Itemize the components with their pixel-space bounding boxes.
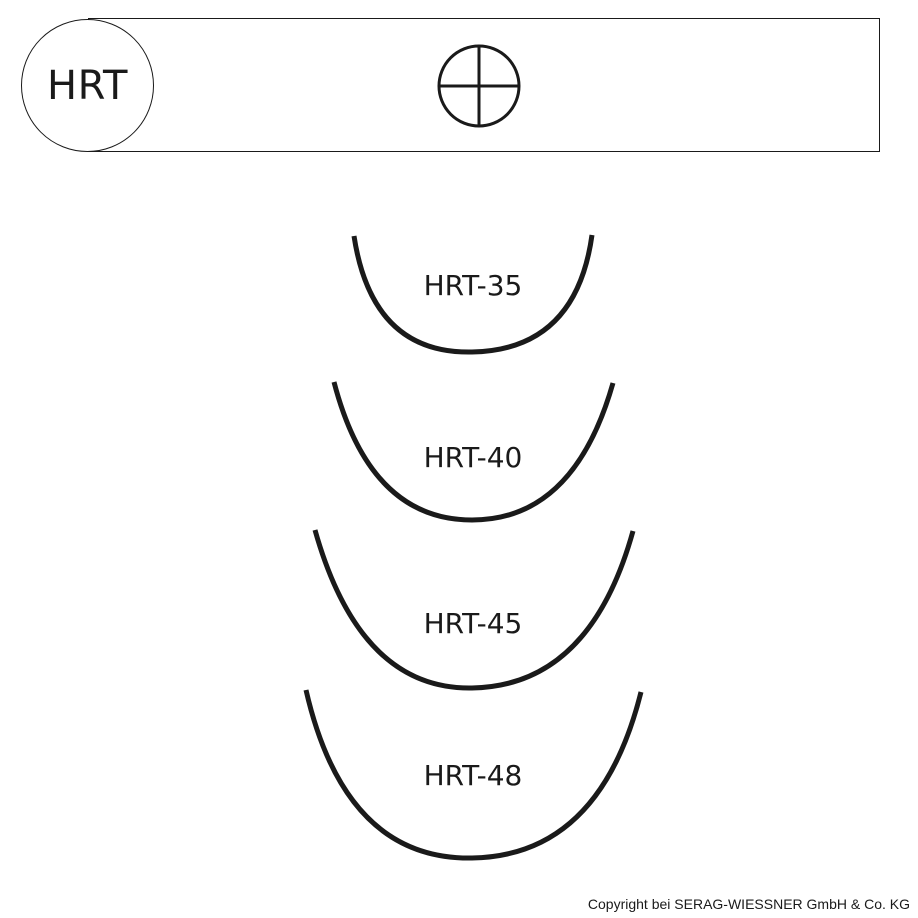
needle-label-hrt-48: HRT-48: [424, 759, 523, 792]
needle-label-hrt-35: HRT-35: [424, 269, 523, 302]
round-body-cross-icon: [437, 44, 521, 128]
needle-curve-hrt-45: [312, 529, 636, 691]
needle-hrt-48: HRT-48: [303, 689, 644, 861]
needle-curve-hrt-35: [351, 234, 595, 355]
needle-hrt-35: HRT-35: [351, 234, 595, 355]
needle-label-hrt-40: HRT-40: [424, 441, 523, 474]
needle-type-badge: HRT: [21, 19, 154, 152]
needle-curve-hrt-40: [331, 381, 616, 523]
needle-hrt-45: HRT-45: [312, 529, 636, 691]
copyright-notice: Copyright bei SERAG-WIESSNER GmbH & Co. …: [587, 896, 910, 912]
needle-label-hrt-45: HRT-45: [424, 607, 523, 640]
needle-size-diagram: HRT-35 HRT-40 HRT-45 HRT-48: [303, 234, 644, 861]
needle-curve-hrt-48: [303, 689, 644, 861]
needle-type-code: HRT: [47, 62, 128, 109]
needle-hrt-40: HRT-40: [331, 381, 616, 523]
